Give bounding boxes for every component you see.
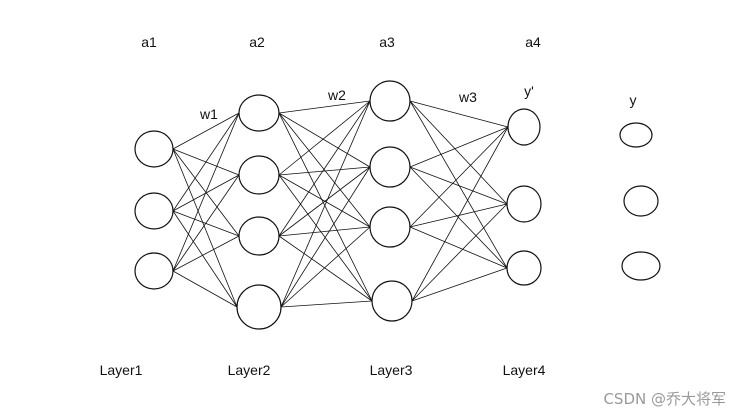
edge-l3-n4-to-l4-n1 [411,126,509,302]
edge-l3-n1-to-l4-n1 [409,100,509,128]
edge-l3-n1-to-l4-n2 [409,100,508,205]
neuron-layer1-1 [134,130,174,168]
edge-l2-n3-to-l3-n3 [278,226,371,237]
edge-l3-n2-to-l4-n1 [409,126,509,168]
neuron-layer2-1 [238,94,280,132]
edge-l3-n2-to-l4-n2 [409,166,508,205]
edge-l2-n2-to-l3-n4 [278,174,373,302]
label-layer3: Layer3 [370,362,413,378]
target-node-1 [619,122,653,148]
label-a1: a1 [141,34,157,50]
label-a3: a3 [379,34,395,50]
edge-l2-n4-to-l3-n2 [280,166,371,308]
edge-l3-n4-to-l4-n2 [411,203,508,302]
neuron-layer1-3 [134,252,174,290]
edge-l1-n1-to-l2-n4 [172,148,238,308]
edge-l1-n3-to-l2-n2 [172,174,240,272]
label-w1: w1 [199,106,218,122]
edge-l2-n3-to-l3-n1 [278,100,371,237]
edge-l1-n2-to-l2-n1 [172,112,240,212]
edge-l2-n3-to-l3-n2 [278,166,371,237]
connections [172,100,509,308]
edge-l2-n1-to-l3-n1 [278,100,371,114]
neuron-layer4-1 [507,108,541,146]
neuron-layer2-3 [238,216,280,256]
neuron-layer2-2 [238,155,280,195]
edge-l2-n1-to-l3-n4 [278,112,373,302]
neurons [134,80,661,330]
label-w3: w3 [458,89,477,105]
edge-l2-n2-to-l3-n2 [278,166,371,176]
edge-l2-n4-to-l3-n1 [280,100,371,308]
label-a2: a2 [249,34,265,50]
neuron-layer4-2 [506,185,542,223]
label-w2: w2 [327,87,346,103]
edge-l3-n1-to-l4-n3 [409,100,508,269]
edge-l1-n3-to-l2-n3 [172,235,240,272]
edge-l1-n3-to-l2-n1 [172,112,240,272]
label-y: y [630,92,637,108]
edge-l3-n3-to-l4-n2 [409,203,508,228]
neuron-layer3-1 [369,80,411,122]
label-layer4: Layer4 [503,362,546,378]
edge-l2-n1-to-l3-n2 [278,112,371,168]
label-a4: a4 [525,34,541,50]
neuron-layer4-3 [506,250,542,286]
target-node-3 [621,251,661,281]
neuron-layer1-2 [134,192,174,230]
target-node-2 [623,185,659,217]
label-layer1: Layer1 [100,362,143,378]
edge-l3-n4-to-l4-n3 [411,267,508,302]
edge-l2-n4-to-l3-n3 [280,226,371,308]
edge-l2-n4-to-l3-n4 [280,300,373,308]
label-layer2: Layer2 [228,362,271,378]
edge-l2-n3-to-l3-n4 [278,235,373,302]
edge-l2-n2-to-l3-n1 [278,100,371,176]
edge-l3-n3-to-l4-n1 [409,126,509,228]
edge-l3-n3-to-l4-n3 [409,226,508,269]
neuron-layer3-4 [371,280,413,322]
neuron-layer2-4 [236,284,282,330]
label-y-prime: y' [524,83,534,99]
neuron-layer3-3 [369,206,411,248]
edge-l1-n2-to-l2-n4 [172,210,238,308]
edge-l2-n1-to-l3-n3 [278,112,371,228]
edge-l1-n3-to-l2-n4 [172,270,238,308]
neuron-layer3-2 [369,146,411,188]
watermark: CSDN @乔大将军 [603,390,726,408]
edge-l1-n1-to-l2-n1 [172,112,240,150]
